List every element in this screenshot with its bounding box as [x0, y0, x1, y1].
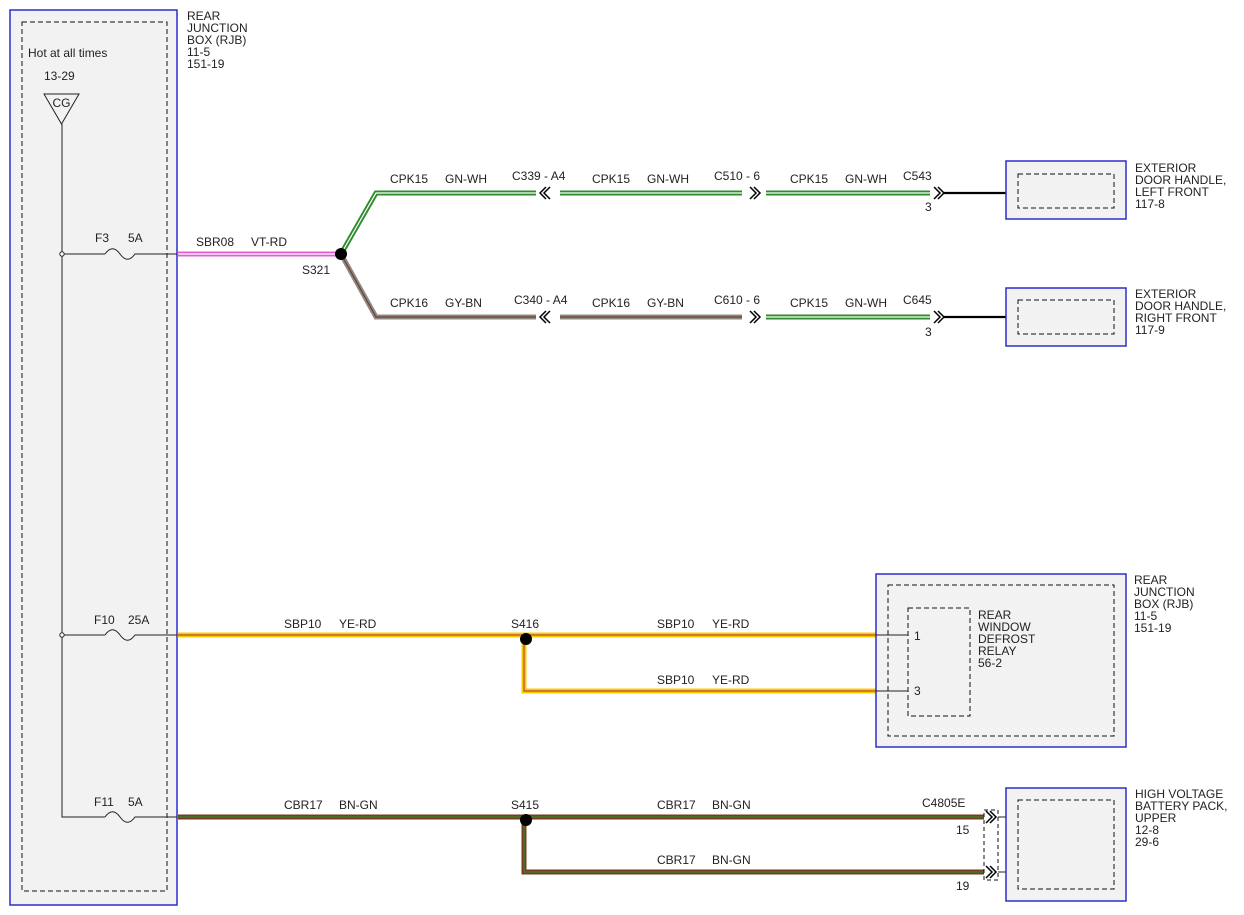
fuse-f3-icon — [104, 248, 177, 260]
fuse-f11-rating: 5A — [128, 795, 143, 809]
connector-c340-label: C340 - A4 — [514, 293, 568, 307]
connector-c339-icon — [538, 186, 551, 200]
door-handle-lf-box — [1005, 160, 1127, 220]
wire-cpk15-a-circuit: CPK15 — [390, 172, 428, 186]
fuse-f10-icon — [104, 629, 177, 641]
wire-sbp10-a-color: YE-RD — [339, 617, 377, 631]
fuse-f3-id: F3 — [95, 231, 109, 245]
connector-c510-label: C510 - 6 — [714, 169, 760, 183]
fuse-f10-rating: 25A — [128, 613, 149, 627]
splice-s416-label: S416 — [511, 617, 539, 631]
fuse-f3-rating: 5A — [128, 231, 143, 245]
connector-c645-label: C645 — [903, 293, 932, 307]
rjb-main-box — [9, 9, 178, 906]
fuse-f10-id: F10 — [94, 613, 115, 627]
wire-cpk15-d-color: GN-WH — [845, 296, 887, 310]
wire-cpk15-a-color: GN-WH — [445, 172, 487, 186]
door-handle-lf-label: EXTERIOR DOOR HANDLE, LEFT FRONT 117-8 — [1135, 161, 1230, 211]
wire-sbp10-c-circuit: SBP10 — [657, 673, 695, 687]
hv-battery-label: HIGH VOLTAGE BATTERY PACK, UPPER 12-8 29… — [1135, 787, 1231, 849]
rjb-secondary-label: REAR JUNCTION BOX (RJB) 11-5 151-19 — [1134, 573, 1198, 635]
splice-s415-dot — [520, 814, 532, 826]
fuse-f11-icon — [104, 811, 177, 823]
wire-sbp10-a-circuit: SBP10 — [284, 617, 322, 631]
rjb-main-title: REAR JUNCTION BOX (RJB) 11-5 151-19 — [187, 9, 251, 71]
connector-c645-icon — [933, 310, 946, 324]
connector-c543-icon — [933, 186, 946, 200]
wire-cpk15-b-circuit: CPK15 — [592, 172, 630, 186]
relay-pin3-label: 3 — [914, 684, 921, 698]
connector-c4805e-pin19: 19 — [956, 879, 970, 893]
connector-c510-icon — [749, 186, 762, 200]
wire-cbr17-b-color: BN-GN — [712, 798, 751, 812]
hot-at-all-times-label: Hot at all times — [28, 46, 107, 60]
wire-cpk15-lf — [338, 190, 1018, 256]
wire-cbr17 — [178, 814, 1018, 875]
wire-cpk15-c-circuit: CPK15 — [790, 172, 828, 186]
connector-c340-icon — [538, 310, 551, 324]
splice-s415-label: S415 — [511, 798, 539, 812]
fuse-f11-id: F11 — [94, 795, 114, 809]
ground-triangle-icon: CG — [43, 93, 80, 125]
bus-node-f10 — [59, 632, 65, 638]
wire-cbr17-a-circuit: CBR17 — [284, 798, 323, 812]
connector-c610-icon — [749, 310, 762, 324]
connector-c543-pin: 3 — [925, 200, 932, 214]
relay-pin1-label: 1 — [914, 629, 921, 643]
wire-cpk16-a-circuit: CPK16 — [390, 296, 428, 310]
wire-cpk16-b-color: GY-BN — [647, 296, 684, 310]
ground-ref-label: 13-29 — [44, 69, 75, 83]
wire-sbr08-circuit: SBR08 — [196, 235, 234, 249]
door-handle-rf-label: EXTERIOR DOOR HANDLE, RIGHT FRONT 117-9 — [1135, 287, 1230, 337]
splice-s321-label: S321 — [302, 263, 330, 277]
wire-cbr17-c-circuit: CBR17 — [657, 853, 696, 867]
connector-c4805e-label: C4805E — [922, 796, 965, 810]
connector-c339-label: C339 - A4 — [512, 169, 566, 183]
wire-cbr17-b-circuit: CBR17 — [657, 798, 696, 812]
ground-code-label: CG — [53, 96, 71, 110]
wire-sbr08-color: VT-RD — [251, 235, 287, 249]
wire-cpk16-rf — [338, 252, 1018, 320]
wire-cbr17-a-color: BN-GN — [339, 798, 378, 812]
wire-sbp10-c-color: YE-RD — [712, 673, 750, 687]
connector-c4805e-pin15: 15 — [956, 823, 970, 837]
connector-c645-pin: 3 — [925, 325, 932, 339]
wire-sbp10-b-circuit: SBP10 — [657, 617, 695, 631]
wire-cpk16-b-circuit: CPK16 — [592, 296, 630, 310]
relay-label: REAR WINDOW DEFROST RELAY 56-2 — [978, 608, 1038, 670]
splice-s416-dot — [520, 633, 532, 645]
wire-sbp10-b-color: YE-RD — [712, 617, 750, 631]
bus-node-f3 — [59, 251, 65, 257]
door-handle-rf-box — [1005, 287, 1127, 347]
hot-bus-line — [61, 124, 105, 818]
connector-c543-label: C543 — [903, 169, 932, 183]
connector-c610-label: C610 - 6 — [714, 293, 760, 307]
wire-cbr17-c-color: BN-GN — [712, 853, 751, 867]
rjb-secondary-box — [875, 573, 1127, 748]
wire-cpk15-c-color: GN-WH — [845, 172, 887, 186]
hv-battery-box — [1005, 787, 1127, 902]
wire-cpk15-d-circuit: CPK15 — [790, 296, 828, 310]
wire-cpk16-a-color: GY-BN — [445, 296, 482, 310]
splice-s321-dot — [335, 248, 347, 260]
connector-c4805e-icon — [983, 809, 999, 881]
wire-cpk15-b-color: GN-WH — [647, 172, 689, 186]
